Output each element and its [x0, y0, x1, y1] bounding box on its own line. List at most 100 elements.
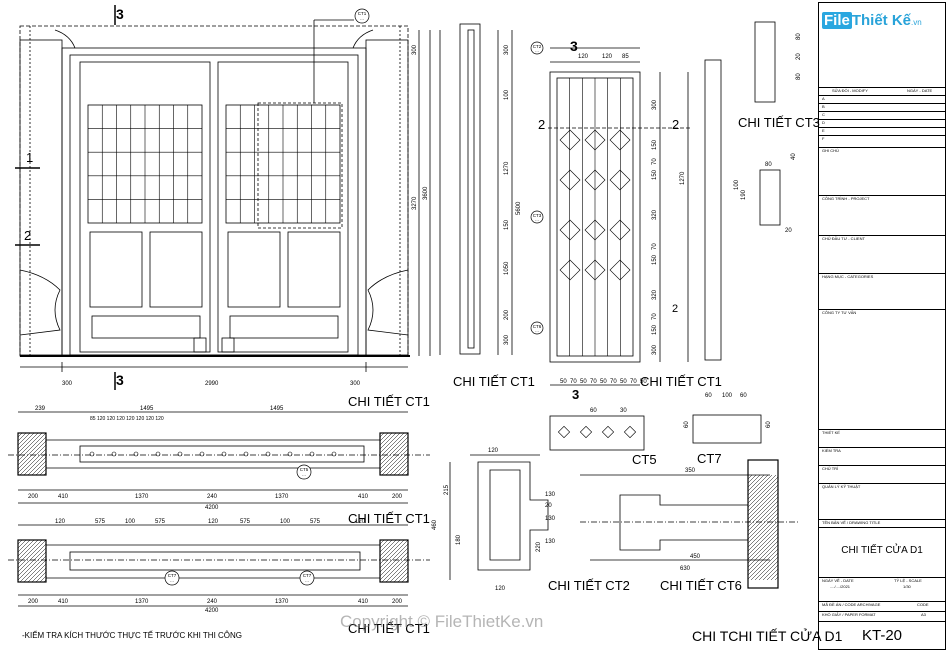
hatch-line [17, 432, 47, 462]
ct6-profile [619, 494, 749, 551]
hatch-line [397, 464, 409, 476]
hatch-line [17, 432, 35, 450]
panel-bdim-4: 70 [590, 379, 597, 385]
side-dim-8: 300 [504, 334, 510, 345]
revision-row: E [819, 127, 945, 135]
hatch-line [747, 474, 761, 488]
elev-dim-1: 300 [62, 381, 73, 387]
hatch-line [17, 539, 35, 557]
hatch-line [379, 551, 409, 581]
elev-rdim-2: 3270 [412, 196, 418, 210]
hatch-line [747, 496, 779, 528]
side-dim-3: 1270 [504, 161, 510, 175]
door-frame [61, 47, 367, 356]
hatch-line [747, 492, 779, 524]
title-ct2: CHI TIẾT CT2 [548, 578, 630, 593]
elev-dim-3: 300 [350, 381, 361, 387]
ct6-dim-3: 630 [680, 566, 691, 572]
plan2-bdim-1: 200 [28, 599, 39, 605]
plan-baluster [221, 451, 227, 457]
hatch-line [17, 547, 47, 577]
hatch-line [379, 539, 405, 565]
plan2-dim-9: 120 [355, 519, 366, 525]
ct7-side-2: 60 [766, 421, 772, 428]
hatch-line [43, 472, 47, 476]
tb-format: KHỔ GIẤY / PAPER FORMAT A3 [819, 611, 945, 621]
title-ct1-plan2: CHI TIẾT CT1 [348, 511, 430, 526]
hatch-line [31, 460, 47, 476]
tb-archive: MÃ ĐỀ ÁN / CODE ARCHIVAGE CODE [819, 601, 945, 611]
hatch-line [23, 452, 47, 476]
marker-2-panel-left: 2 [538, 117, 546, 132]
panel-rdim-10: 150 [652, 324, 658, 335]
svg-text:...: ... [302, 472, 306, 477]
svg-text:...: ... [170, 578, 174, 583]
hatch-line [385, 452, 409, 476]
ct7-bubble-a [164, 570, 180, 586]
tb-categories: HẠNG MỤC - CATEGORIES [819, 273, 945, 309]
ct2-dim-7: 130 [545, 516, 556, 522]
revision-row: A [819, 95, 945, 103]
hatch-line [747, 512, 779, 544]
panel-diamond [559, 129, 581, 151]
svg-text:...: ... [360, 16, 364, 21]
side-dim-2: 100 [504, 89, 510, 100]
ct3-dim-8: 20 [785, 228, 792, 234]
hatch-line [381, 555, 409, 583]
plan-baluster [309, 451, 315, 457]
left-column-base [19, 269, 61, 336]
ct5-profile [549, 415, 645, 451]
ct5-bubble-label: CT5 [300, 467, 309, 472]
hatch-line [379, 432, 397, 450]
plan-baluster [133, 451, 139, 457]
hatch-line [754, 556, 779, 581]
panel-diamond [559, 259, 581, 281]
side-dim-6: 1050 [504, 261, 510, 275]
title-ct3: CHI TIẾT CT3 [738, 115, 820, 130]
revision-row: C [819, 111, 945, 119]
ct2-dim-10: 130 [545, 539, 556, 545]
panel-diamond [609, 219, 631, 241]
plan2-bdim-2: 410 [58, 599, 69, 605]
hatch-line [747, 536, 779, 568]
elev-rdim-1: 300 [412, 44, 418, 55]
hatch-line [747, 508, 779, 540]
hatch-line [747, 474, 765, 492]
hatch-line [23, 559, 47, 583]
hatch-line [747, 528, 779, 560]
plan-baluster [199, 451, 205, 457]
side-dim-7: 200 [504, 309, 510, 320]
ct2-profile [477, 461, 549, 571]
plan2-bdim-4: 240 [207, 599, 218, 605]
hatch-line [39, 468, 47, 476]
plan1-bdim-1: 200 [28, 494, 39, 500]
ct3-dim-4: 190 [741, 189, 747, 200]
plan-baluster [177, 451, 183, 457]
ct2-dim-9: 120 [495, 586, 506, 592]
ct2-dim-3: 130 [545, 492, 556, 498]
hatch-line [747, 500, 779, 532]
panel-diamond [559, 219, 581, 241]
tb-tech: QUẢN LÝ KỸ THUẬT [819, 483, 945, 519]
title-ct6: CHI TIẾT CT6 [660, 578, 742, 593]
ct3-bubble [530, 210, 544, 224]
ct7-profile [692, 414, 762, 444]
side-dim-5: 150 [504, 219, 510, 230]
ct1-bubble [354, 8, 370, 24]
plan2-dim-2: 575 [95, 519, 106, 525]
plan2-dim-3: 100 [125, 519, 136, 525]
logo-file: File [822, 12, 852, 29]
panel-bdim-9: 50 [640, 379, 647, 385]
hatch-line [17, 432, 27, 442]
marker-3-ct5: 3 [572, 387, 580, 402]
plan1-bdim-6: 410 [358, 494, 369, 500]
plan1-dim-a: 239 [35, 406, 46, 412]
hatch-line [19, 555, 47, 583]
elev-rdim-3: 3600 [423, 186, 429, 200]
ct5-diamond [601, 425, 615, 439]
panel-diamond [584, 259, 606, 281]
ct5-diamond [579, 425, 593, 439]
hatch-line [379, 432, 405, 458]
revision-header: SỬA ĐỔI - MODIFY NGÀY - DATE [819, 87, 945, 95]
panel-diamond [584, 129, 606, 151]
